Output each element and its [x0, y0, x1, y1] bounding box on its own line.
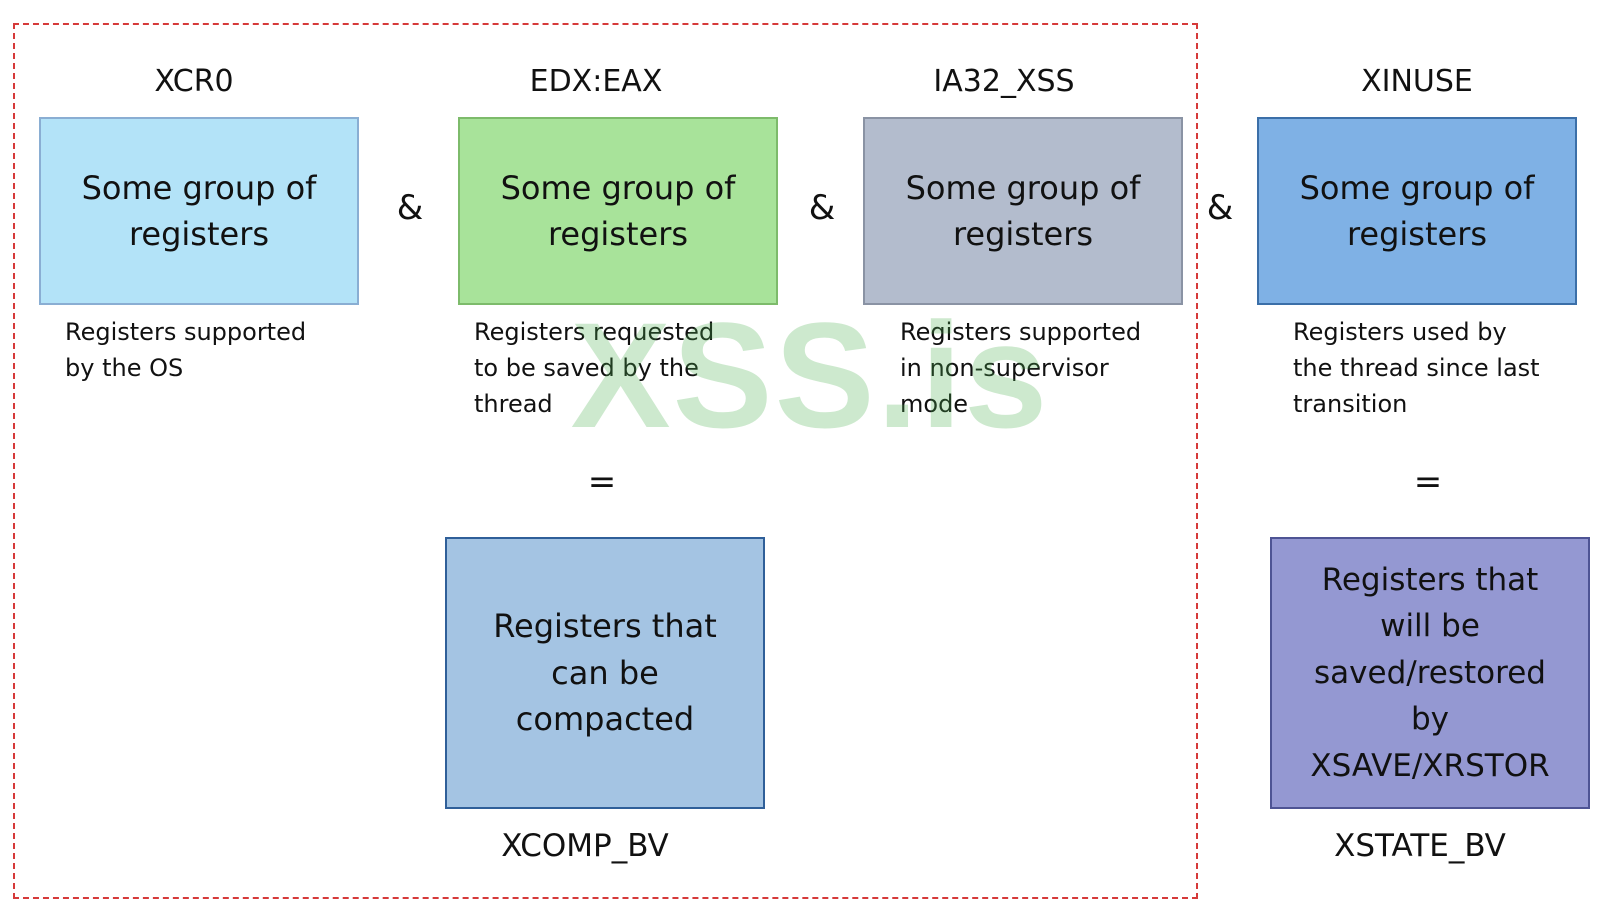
desc-xinuse: Registers used by the thread since last …	[1293, 318, 1540, 418]
equals-operator-2: =	[1413, 462, 1443, 502]
box-xinuse: Some group of registers	[1257, 117, 1577, 305]
title-xinuse: XINUSE	[1361, 64, 1473, 99]
box-edx-eax-text: Some group of registers	[500, 168, 736, 253]
box-compacted-text: Registers that can be compacted	[493, 607, 717, 739]
box-ia32-xss: Some group of registers	[863, 117, 1183, 305]
box-saved-restored: Registers that will be saved/restored by…	[1270, 537, 1590, 809]
desc-ia32-xss: Registers supported in non-supervisor mo…	[900, 318, 1142, 418]
box-xcr0-text: Some group of registers	[81, 168, 317, 253]
box-compacted: Registers that can be compacted	[445, 537, 765, 809]
box-xinuse-text: Some group of registers	[1299, 168, 1535, 253]
and-operator-3: &	[1206, 188, 1234, 228]
desc-xcr0: Registers supported by the OS	[65, 318, 307, 382]
title-xcr0: XCR0	[154, 64, 234, 99]
dashed-group-frame	[13, 23, 1198, 899]
title-edx-eax: EDX:EAX	[529, 64, 663, 99]
label-xcomp-bv: XCOMP_BV	[501, 828, 669, 864]
title-ia32-xss: IA32_XSS	[933, 64, 1075, 99]
box-ia32-xss-text: Some group of registers	[905, 168, 1141, 253]
box-saved-restored-text: Registers that will be saved/restored by…	[1310, 561, 1550, 784]
and-operator-1: &	[396, 188, 424, 228]
desc-edx-eax: Registers requested to be saved by the t…	[474, 318, 715, 418]
box-edx-eax: Some group of registers	[458, 117, 778, 305]
box-xcr0: Some group of registers	[39, 117, 359, 305]
and-operator-2: &	[808, 188, 836, 228]
label-xstate-bv: XSTATE_BV	[1334, 828, 1506, 864]
equals-operator-1: =	[587, 462, 617, 502]
